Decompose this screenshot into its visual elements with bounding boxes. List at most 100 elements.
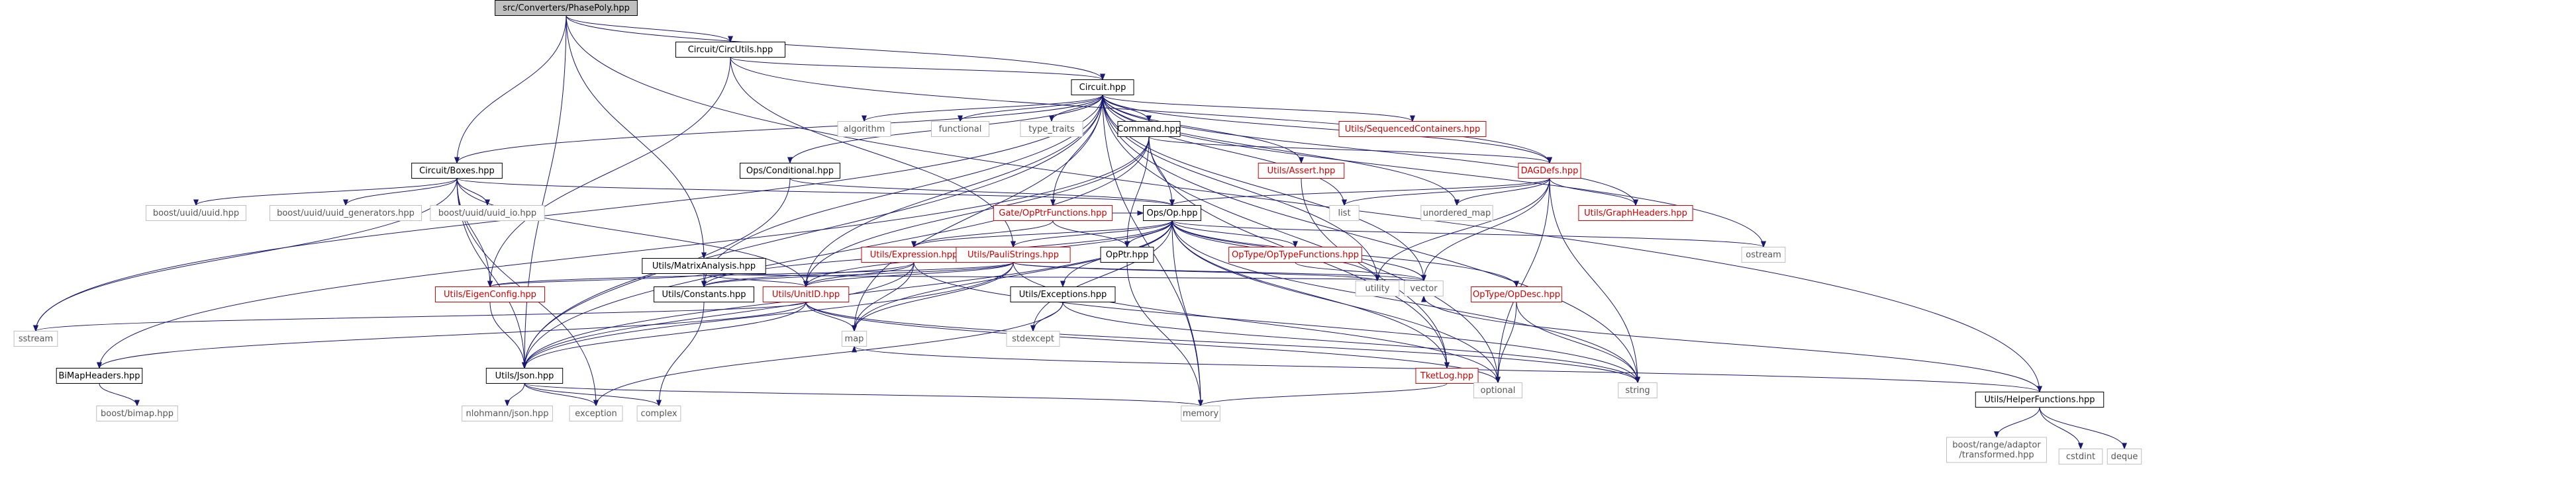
node-boost-range-adaptor-transformed-hpp: boost/range/adaptor/transformed.hpp [1946,437,2047,463]
node-box [1518,163,1581,179]
node-circuit-hpp[interactable]: Circuit.hpp [1071,79,1134,95]
node-utils-json-hpp[interactable]: Utils/Json.hpp [485,368,564,384]
edge-dagdefs-to-opshpp [1169,178,1550,206]
node-bimapheaders-hpp[interactable]: BiMapHeaders.hpp [56,368,143,384]
node-label: TketLog.hpp [1420,371,1473,381]
node-stdexcept: stdexcept [1006,331,1060,347]
node-complex: complex [636,406,681,421]
node-functional: functional [931,121,989,137]
edge-paulistrings-to-utility [1013,262,1380,282]
node-box [1228,247,1362,263]
node-ostream: ostream [1741,247,1786,263]
edge-optypedesc-to-string [1516,302,1640,384]
edge-boxes-to-boost_uuid [193,178,458,206]
node-label: Utils/Assert.hpp [1267,166,1336,176]
node-label: Utils/GraphHeaders.hpp [1584,208,1687,218]
edge-exceptions-to-stdexcept [1030,302,1064,332]
node-box [1578,205,1693,221]
node-map: map [841,331,867,347]
edge-circutils-to-eigenconfig [487,57,731,288]
edge-circuit-to-unordered_map [1102,95,1460,206]
node-label: /transformed.hpp [1959,451,2034,460]
node-deque: deque [2106,449,2142,464]
node-box [1010,286,1116,302]
node-label: sstream [19,334,53,344]
edge-paulistrings-to-map [852,262,1014,332]
edge-opshpp-to-optypefunc [1171,220,1298,248]
edge-json-to-exception [524,383,599,407]
node-gate-opptrfunctions-hpp[interactable]: Gate/OpPtrFunctions.hpp [993,205,1113,221]
edge-root-to-helper [566,15,2042,393]
edge-helper-to-boost_range [1994,407,2040,438]
node-label: boost/uuid/uuid_generators.hpp [277,208,415,218]
node-box [1100,247,1154,263]
node-utils-graphheaders-hpp[interactable]: Utils/GraphHeaders.hpp [1578,205,1693,221]
edge-paulistrings-to-json [522,262,1014,369]
edge-root-to-json [522,15,567,369]
node-label: Utils/EigenConfig.hpp [444,290,536,300]
node-label: cstdint [2066,452,2095,462]
node-utility: utility [1355,281,1400,296]
edge-opptr-to-memory [1126,262,1203,407]
node-box [1355,281,1400,296]
edge-boxes-to-boost_uuid_gen [343,178,458,206]
node-utils-helperfunctions-hpp[interactable]: Utils/HelperFunctions.hpp [1975,392,2105,408]
node-utils-paulistrings-hpp[interactable]: Utils/PauliStrings.hpp [956,247,1071,263]
node-label: algorithm [844,124,885,134]
node-box [96,406,178,421]
node-box [1404,281,1444,296]
node-ops-op-hpp[interactable]: Ops/Op.hpp [1143,205,1201,221]
node-box [485,368,564,384]
node-box [1473,382,1522,398]
edge-command-to-unitid [803,136,1150,288]
node-boost-uuid-uuid-generators-hpp: boost/uuid/uuid_generators.hpp [270,205,422,221]
node-box [434,286,546,302]
edge-opshpp-to-map [852,220,1173,332]
node-memory: memory [1181,406,1220,421]
node-dagdefs-hpp[interactable]: DAGDefs.hpp [1518,163,1581,179]
node-box [1117,121,1181,137]
node-utils-sequencedcontainers-hpp[interactable]: Utils/SequencedContainers.hpp [1338,121,1487,137]
node-utils-expression-hpp[interactable]: Utils/Expression.hpp [861,247,967,263]
node-utils-exceptions-hpp[interactable]: Utils/Exceptions.hpp [1010,286,1116,302]
node-box [1946,437,2047,463]
edge-circuit-to-sstream [33,95,1103,332]
node-label: boost/uuid/uuid_io.hpp [438,208,536,218]
node-command-hpp[interactable]: Command.hpp [1117,121,1181,137]
edge-command-to-opptr [1124,136,1150,248]
edge-opshpp-to-memory [1171,220,1203,407]
node-circuit-boxes-hpp[interactable]: Circuit/Boxes.hpp [411,163,503,179]
node-label: Utils/Constants.hpp [662,290,746,300]
node-ops-conditional-hpp[interactable]: Ops/Conditional.hpp [740,163,840,179]
node-tketlog-hpp[interactable]: TketLog.hpp [1415,368,1479,384]
node-optional: optional [1473,382,1522,398]
node-label: unordered_map [1423,208,1491,218]
node-optype-opdesc-hpp[interactable]: OpType/OpDesc.hpp [1471,286,1562,302]
node-optype-optypefunctions-hpp[interactable]: OpType/OpTypeFunctions.hpp [1228,247,1362,263]
node-utils-eigenconfig-hpp[interactable]: Utils/EigenConfig.hpp [434,286,546,302]
node-opptr-hpp[interactable]: OpPtr.hpp [1100,247,1154,263]
node-label: deque [2111,452,2138,462]
edge-expression-to-map [852,262,915,332]
node-label: Utils/MatrixAnalysis.hpp [652,261,756,271]
node-src-converters-phasepoly-hpp[interactable]: src/Converters/PhasePoly.hpp [495,0,638,16]
node-label: Utils/Json.hpp [495,371,554,381]
node-utils-unitid-hpp[interactable]: Utils/UnitID.hpp [762,286,850,302]
node-box [1181,406,1220,421]
node-box [1143,205,1201,221]
node-utils-constants-hpp[interactable]: Utils/Constants.hpp [654,286,754,302]
node-label: Command.hpp [1117,124,1181,134]
node-box [569,406,623,421]
node-cstdint: cstdint [2058,449,2103,464]
node-list: list [1329,205,1360,221]
node-unordered-map: unordered_map [1420,205,1493,221]
node-box [1415,368,1479,384]
edge-circuit-to-ostream [1102,95,1766,248]
node-circuit-circutils-hpp[interactable]: Circuit/CircUtils.hpp [675,42,786,58]
node-utils-matrixanalysis-hpp[interactable]: Utils/MatrixAnalysis.hpp [642,258,766,274]
node-boost-bimap-hpp: boost/bimap.hpp [96,406,178,421]
edge-circuit-to-functional [958,95,1103,122]
node-label: Ops/Conditional.hpp [746,166,834,176]
node-utils-assert-hpp[interactable]: Utils/Assert.hpp [1258,163,1345,179]
